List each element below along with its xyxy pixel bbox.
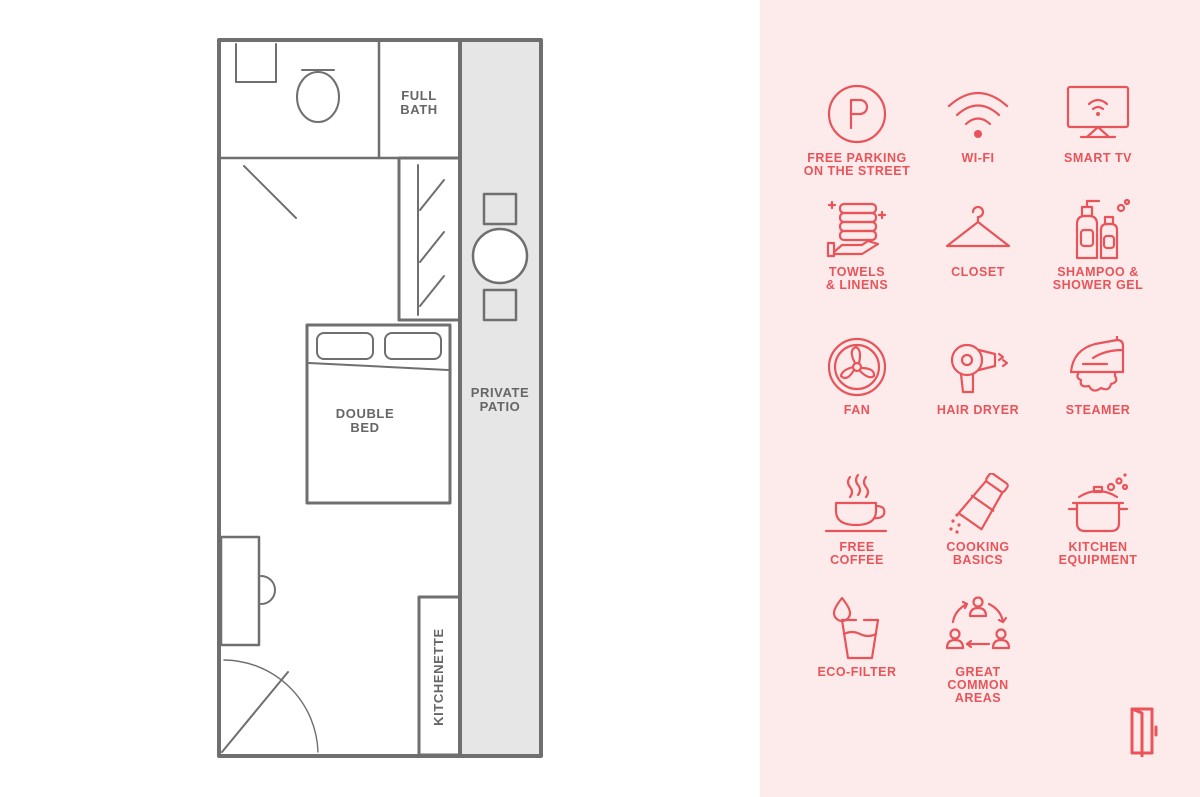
hanger-icon <box>945 205 1011 248</box>
amenity-label: FREE COFFEE <box>830 540 884 567</box>
amenity-label: ECO-FILTER <box>817 665 897 679</box>
community-icon <box>945 596 1011 650</box>
kitchenette-counter <box>417 595 462 757</box>
desk <box>219 535 261 647</box>
salt-shaker-icon <box>949 473 1009 534</box>
floor-plan-drawing <box>217 38 543 758</box>
amenity-common-areas: GREAT COMMON AREAS <box>903 594 1053 705</box>
shampoo-bottles-icon <box>1075 198 1131 260</box>
entrance-door <box>221 671 289 753</box>
amenity-shampoo-gel: SHAMPOO & SHOWER GEL <box>1023 198 1173 292</box>
entrance-door-swing <box>223 659 319 753</box>
double-bed <box>305 323 452 505</box>
steamer-icon <box>1069 336 1125 392</box>
towels-icon <box>826 200 887 258</box>
door-logo-icon <box>1130 707 1158 757</box>
wifi-icon <box>947 92 1009 138</box>
room-label-full-bath: FULL BATH <box>400 88 438 117</box>
water-glass-icon <box>832 596 880 660</box>
closet-door-1 <box>419 179 445 211</box>
pillow-left <box>316 332 374 360</box>
amenity-closet: CLOSET <box>903 198 1053 279</box>
toilet <box>296 71 340 123</box>
amenity-eco-filter: ECO-FILTER <box>782 594 932 679</box>
room-label-double-bed: DOUBLE BED <box>335 406 395 435</box>
amenity-label: HAIR DRYER <box>936 403 1020 417</box>
amenity-label: SHAMPOO & SHOWER GEL <box>1052 265 1144 292</box>
patio-chair-top <box>482 192 518 226</box>
amenity-label: WI-FI <box>961 151 995 165</box>
patio-area <box>461 42 539 755</box>
amenity-label: COOKING BASICS <box>946 540 1010 567</box>
amenity-label: GREAT COMMON AREAS <box>947 665 1009 705</box>
room-label-kitchenette: KITCHENETTE <box>431 628 446 726</box>
amenity-towels-linens: TOWELS & LINENS <box>782 198 932 292</box>
amenity-label: CLOSET <box>951 265 1005 279</box>
amenity-label: FAN <box>843 403 871 417</box>
sink <box>235 43 277 83</box>
patio-chair-bottom <box>482 288 518 322</box>
coffee-cup-icon <box>824 473 888 533</box>
amenity-fan: FAN <box>782 336 932 417</box>
hair-dryer-icon <box>950 343 1009 394</box>
fan-icon <box>827 337 887 397</box>
amenity-label: FREE PARKING ON THE STREET <box>803 151 911 178</box>
outer-wall <box>217 38 543 758</box>
amenity-label: SMART TV <box>1064 151 1132 165</box>
amenity-label: KITCHEN EQUIPMENT <box>1058 540 1138 567</box>
desk-chair <box>260 575 276 605</box>
smart-tv-icon <box>1066 85 1130 139</box>
room-label-private-patio: PRIVATE PATIO <box>470 385 530 414</box>
amenity-free-coffee: FREE COFFEE <box>782 473 932 567</box>
amenity-kitchen-equipment: KITCHEN EQUIPMENT <box>1023 473 1173 567</box>
parking-icon <box>827 84 887 144</box>
floor-plan: FULL BATH DOUBLE BED PRIVATE PATIO KITCH… <box>217 38 543 758</box>
amenity-smart-tv: SMART TV <box>1023 84 1173 165</box>
bed-blanket <box>308 362 449 371</box>
amenity-steamer: STEAMER <box>1023 336 1173 417</box>
patio-table <box>471 227 529 285</box>
bathroom-door <box>243 165 297 219</box>
cooking-pot-icon <box>1067 473 1129 533</box>
amenity-hair-dryer: HAIR DRYER <box>903 336 1053 417</box>
amenity-free-parking: FREE PARKING ON THE STREET <box>782 84 932 178</box>
closet-door-3 <box>419 275 445 307</box>
amenity-label: STEAMER <box>1065 403 1131 417</box>
closet-door-2 <box>419 231 445 263</box>
pillow-right <box>384 332 442 360</box>
amenity-label: TOWELS & LINENS <box>825 265 889 292</box>
amenity-cooking-basics: COOKING BASICS <box>903 473 1053 567</box>
amenity-wifi: WI-FI <box>903 84 1053 165</box>
